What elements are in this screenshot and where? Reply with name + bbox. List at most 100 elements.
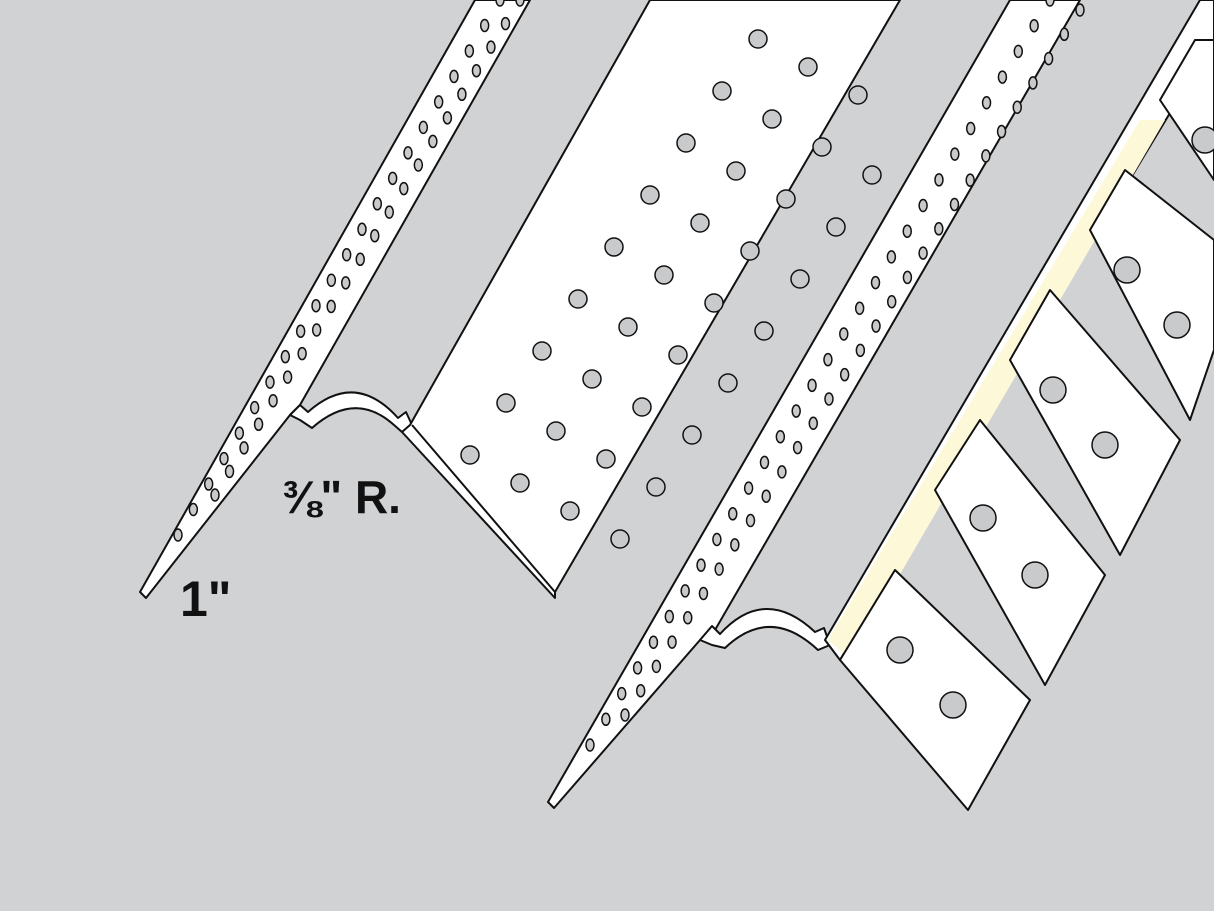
perforation-hole [234, 426, 245, 440]
perforation-hole [823, 352, 833, 367]
perforation-hole [249, 400, 260, 415]
perforation-hole [418, 120, 429, 135]
perforation-hole [965, 173, 975, 187]
perforation-hole [839, 367, 850, 382]
perforation-hole [712, 532, 722, 547]
perforation-hole [1029, 18, 1039, 33]
radius-label: ⅜" R. [282, 471, 401, 523]
perforation-hole [839, 327, 849, 341]
perforation-hole [934, 173, 944, 187]
perforation-hole [775, 429, 786, 444]
perforation-hole [582, 369, 602, 389]
tape-section-3 [1009, 289, 1181, 556]
perforation-hole [341, 248, 352, 262]
perforation-hole [1191, 126, 1214, 154]
perforation-hole [1028, 76, 1038, 90]
perforation-hole [173, 528, 183, 542]
perforation-hole [486, 40, 496, 54]
perforation-hole [648, 635, 659, 649]
perforation-hole [997, 70, 1008, 84]
perforation-hole [532, 341, 552, 361]
perforation-hole [826, 217, 846, 237]
perforation-hole [676, 133, 696, 153]
perforation-hole [886, 636, 914, 664]
perforation-hole [745, 513, 756, 528]
perforation-hole [726, 161, 746, 181]
perforation-hole [340, 276, 351, 290]
perforation-hole [870, 275, 881, 290]
perforation-hole [399, 181, 409, 196]
perforation-hole [632, 397, 652, 417]
adhesive-strip [828, 120, 1165, 660]
perforation-hole [295, 324, 306, 338]
perforation-hole [712, 81, 732, 101]
perforation-hole [1113, 256, 1141, 284]
perforation-hole [635, 683, 646, 698]
perforation-hole [704, 293, 724, 313]
perforation-hole [1075, 3, 1085, 17]
perforation-hole [761, 489, 771, 503]
perforation-hole [471, 63, 482, 78]
perforation-hole [824, 392, 834, 406]
perforation-hole [297, 346, 307, 361]
perforation-hole [616, 686, 627, 701]
perforation-hole [442, 111, 453, 125]
perforation-hole [696, 558, 706, 572]
perforation-hole [479, 18, 490, 33]
left-corner-bead [139, 0, 901, 599]
perforation-hole [601, 712, 611, 727]
perforation-hole [743, 481, 754, 495]
perforation-hole [902, 270, 913, 285]
perforation-hole [357, 222, 367, 237]
perforation-hole [798, 57, 818, 77]
perforation-hole [1039, 376, 1067, 404]
tape-section-4 [1089, 169, 1214, 421]
perforation-hole [848, 85, 868, 105]
perforation-hole [311, 323, 322, 337]
perforation-hole [515, 0, 525, 7]
perforation-hole [355, 252, 365, 267]
perforation-hole [618, 317, 638, 337]
perforation-hole [1012, 100, 1022, 114]
perforation-hole [224, 464, 235, 479]
perforation-hole [886, 250, 897, 264]
perforation-hole [326, 299, 336, 314]
perforation-hole [384, 205, 395, 219]
perforation-hole [812, 137, 832, 157]
perforation-hole [668, 345, 688, 365]
perforation-hole [372, 197, 383, 211]
perforation-hole [718, 373, 738, 393]
perforation-hole [239, 441, 249, 455]
perforation-hole [1045, 0, 1055, 7]
perforation-hole [585, 738, 595, 752]
tape-section-1 [839, 569, 1031, 811]
perforation-hole [433, 95, 444, 109]
perforation-hole [428, 134, 438, 149]
perforation-hole [996, 124, 1007, 139]
perforation-hole [855, 343, 866, 358]
perforation-hole [1163, 311, 1191, 339]
perforation-hole [1021, 561, 1049, 589]
perforation-hole [949, 197, 960, 212]
perforation-hole [969, 504, 997, 532]
perforation-hole [776, 189, 796, 209]
perforation-hole [546, 421, 566, 441]
perforation-hole [759, 455, 770, 470]
perforation-hole [680, 584, 690, 598]
perforation-hole [596, 449, 616, 469]
perforation-hole [496, 393, 516, 413]
perforation-hole [762, 109, 782, 129]
perforation-hole [210, 488, 220, 502]
perforation-hole [934, 222, 944, 236]
perforation-hole [808, 416, 819, 431]
left-bead-bullnose [289, 391, 413, 433]
perforation-hole [413, 158, 424, 172]
perforation-hole [449, 69, 459, 84]
perforation-hole [510, 473, 530, 493]
perforation-hole [253, 417, 264, 432]
tape-section-2 [934, 419, 1106, 686]
perforation-hole [265, 375, 275, 389]
perforation-hole [683, 611, 693, 625]
